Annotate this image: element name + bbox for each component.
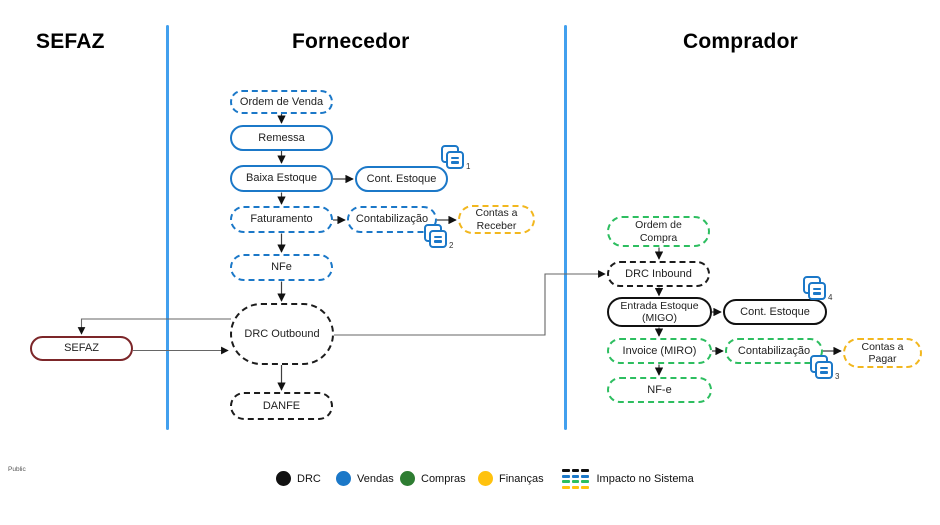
node-contas-a-pagar: Contas a Pagar bbox=[843, 338, 922, 368]
legend-label: DRC bbox=[297, 472, 321, 485]
node-contabilizacao-comprador: Contabilização bbox=[725, 338, 823, 364]
legend-item-financas: Finanças bbox=[478, 471, 544, 486]
node-contas-a-receber: Contas a Receber bbox=[458, 205, 535, 234]
node-sefaz: SEFAZ bbox=[30, 336, 133, 361]
node-entrada-estoque-migo: Entrada Estoque (MIGO) bbox=[607, 297, 712, 327]
doc-badge-number: 3 bbox=[835, 372, 840, 381]
node-faturamento: Faturamento bbox=[230, 206, 333, 233]
node-baixa-estoque: Baixa Estoque bbox=[230, 165, 333, 192]
doc-front-sheet bbox=[808, 282, 826, 300]
node-ordem-de-compra: Ordem de Compra bbox=[607, 216, 710, 247]
column-divider-left bbox=[166, 25, 169, 430]
legend-label: Compras bbox=[421, 472, 466, 485]
document-copy-icon: 1 bbox=[441, 145, 471, 173]
node-drc-inbound: DRC Inbound bbox=[607, 261, 710, 287]
doc-badge-number: 1 bbox=[466, 162, 471, 171]
doc-front-sheet bbox=[429, 230, 447, 248]
column-divider-right bbox=[564, 25, 567, 430]
doc-badge-number: 2 bbox=[449, 241, 454, 250]
impact-dashed-rows-icon bbox=[562, 469, 589, 489]
node-cont-estoque-fornecedor: Cont. Estoque bbox=[355, 166, 448, 192]
node-nf-e: NF-e bbox=[607, 377, 712, 403]
node-contabilizacao-fornecedor: Contabilização bbox=[347, 206, 437, 233]
column-header-sefaz: SEFAZ bbox=[36, 30, 105, 53]
legend-item-drc: DRC bbox=[276, 471, 321, 486]
legend-item-compras: Compras bbox=[400, 471, 466, 486]
legend-item-impacto-no-sistema: Impacto no Sistema bbox=[562, 469, 694, 489]
arrow-group bbox=[277, 114, 842, 391]
connector-group bbox=[77, 270, 606, 355]
doc-badge-number: 4 bbox=[828, 293, 833, 302]
node-remessa: Remessa bbox=[230, 125, 333, 151]
node-drc-outbound: DRC Outbound bbox=[230, 303, 334, 365]
node-nfe: NFe bbox=[230, 254, 333, 281]
legend-label: Finanças bbox=[499, 472, 544, 485]
compras-color-dot-icon bbox=[400, 471, 415, 486]
drc-color-dot-icon bbox=[276, 471, 291, 486]
classification-label: Public bbox=[8, 466, 26, 473]
doc-front-sheet bbox=[815, 361, 833, 379]
legend-label: Impacto no Sistema bbox=[596, 472, 694, 485]
financas-color-dot-icon bbox=[478, 471, 493, 486]
node-cont-estoque-comprador: Cont. Estoque bbox=[723, 299, 827, 325]
column-header-comprador: Comprador bbox=[683, 30, 798, 53]
node-danfe: DANFE bbox=[230, 392, 333, 420]
connector-drc-outbound-drc-inbound bbox=[334, 270, 606, 336]
document-copy-icon: 3 bbox=[810, 355, 840, 383]
vendas-color-dot-icon bbox=[336, 471, 351, 486]
node-ordem-de-venda: Ordem de Venda bbox=[230, 90, 333, 114]
connector-drc-outbound-sefaz bbox=[77, 318, 231, 335]
legend-item-vendas: Vendas bbox=[336, 471, 394, 486]
column-header-fornecedor: Fornecedor bbox=[292, 30, 410, 53]
document-copy-icon: 4 bbox=[803, 276, 833, 304]
legend-label: Vendas bbox=[357, 472, 394, 485]
node-invoice-miro: Invoice (MIRO) bbox=[607, 338, 712, 364]
document-copy-icon: 2 bbox=[424, 224, 454, 252]
doc-front-sheet bbox=[446, 151, 464, 169]
